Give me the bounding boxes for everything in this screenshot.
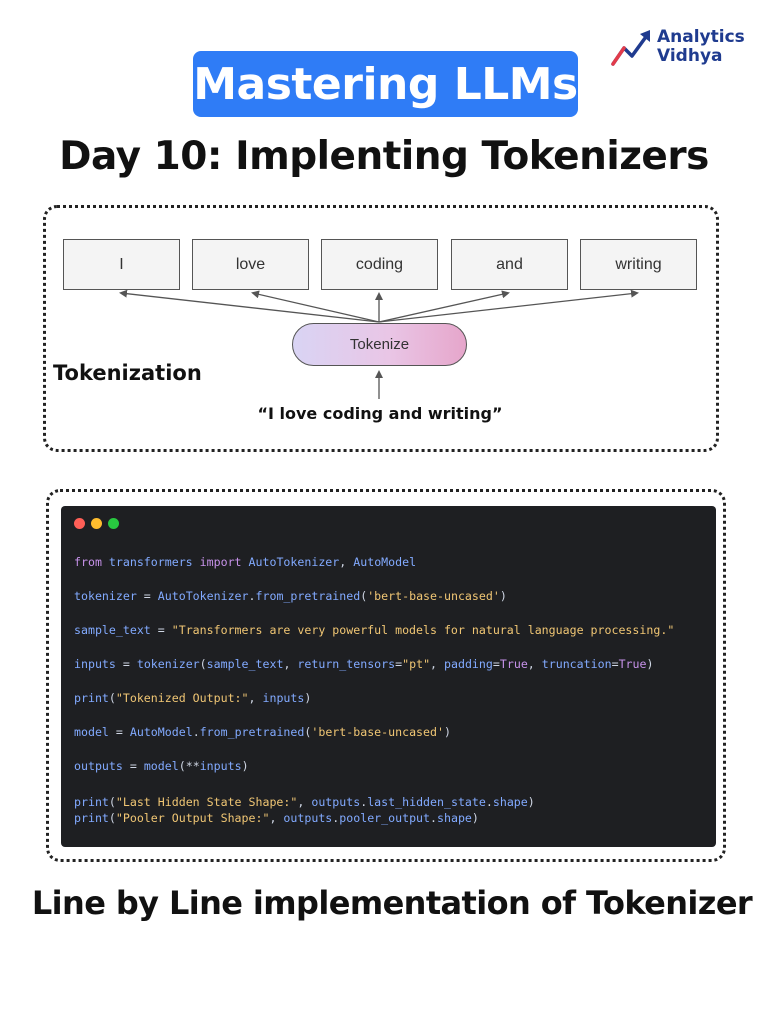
- page-title-pill: Mastering LLMs: [193, 51, 578, 117]
- code-panel: [46, 489, 726, 862]
- token-box: and: [451, 239, 568, 290]
- trend-arrow-icon: [611, 30, 650, 66]
- page-subtitle: Day 10: Implenting Tokenizers: [59, 134, 709, 179]
- minimize-dot-icon: [91, 518, 102, 529]
- code-line: from transformers import AutoTokenizer, …: [74, 555, 417, 569]
- code-line: inputs = tokenizer(sample_text, return_t…: [74, 657, 654, 671]
- code-line: print("Pooler Output Shape:", outputs.po…: [74, 811, 479, 825]
- maximize-dot-icon: [108, 518, 119, 529]
- close-dot-icon: [74, 518, 85, 529]
- tokenize-process: Tokenize: [292, 323, 467, 366]
- code-line: model = AutoModel.from_pretrained('bert-…: [74, 725, 451, 739]
- code-line: outputs = model(**inputs): [74, 759, 249, 773]
- brand-name: Analytics Vidhya: [657, 28, 745, 66]
- token-box: coding: [321, 239, 438, 290]
- code-line: print("Last Hidden State Shape:", output…: [74, 795, 535, 809]
- input-sentence: “I love coding and writing”: [257, 404, 503, 423]
- token-box: writing: [580, 239, 697, 290]
- code-line: tokenizer = AutoTokenizer.from_pretraine…: [74, 589, 507, 603]
- token-box: I: [63, 239, 180, 290]
- code-line: sample_text = "Transformers are very pow…: [74, 623, 675, 637]
- tokenization-diagram-panel: [43, 205, 719, 452]
- code-line: print("Tokenized Output:", inputs): [74, 691, 312, 705]
- brand-name-line2: Vidhya: [657, 46, 723, 66]
- page-caption: Line by Line implementation of Tokenizer: [31, 884, 753, 922]
- code-window: from transformers import AutoTokenizer, …: [61, 506, 716, 847]
- diagram-label: Tokenization: [53, 361, 202, 385]
- brand-name-line1: Analytics: [657, 27, 745, 47]
- token-box: love: [192, 239, 309, 290]
- brand-logo: Analytics Vidhya: [610, 28, 760, 72]
